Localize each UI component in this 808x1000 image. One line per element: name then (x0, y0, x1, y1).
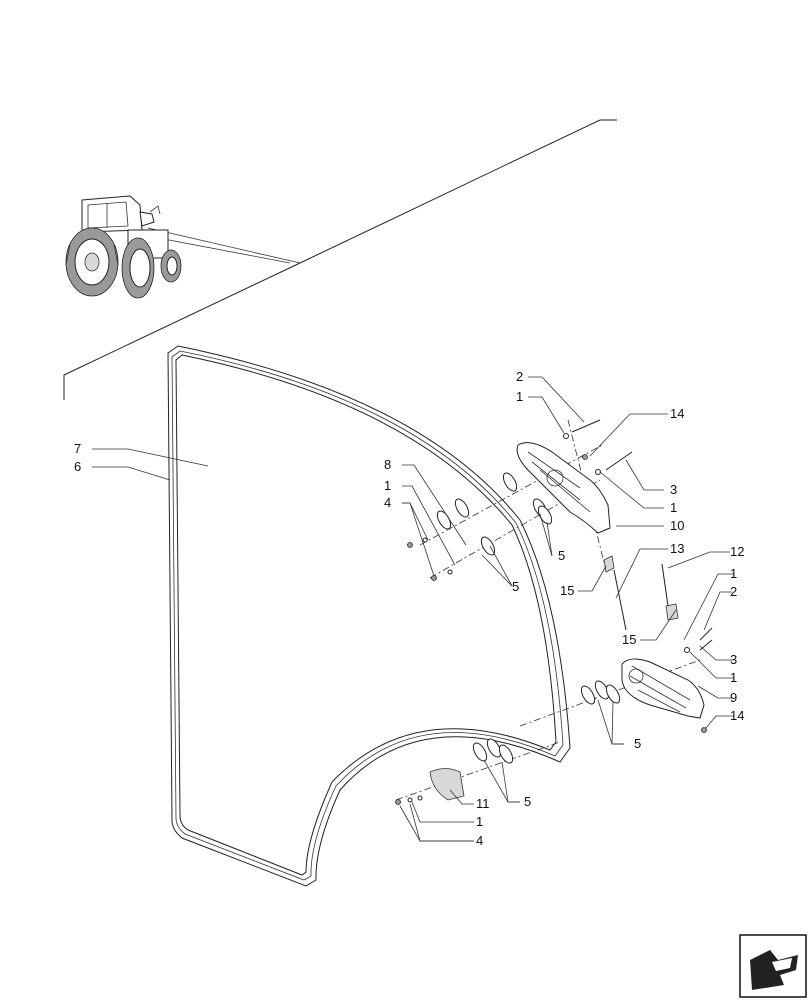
callout-3: 3 (670, 482, 677, 497)
callout-1: 1 (670, 500, 677, 515)
callout-12: 12 (730, 544, 744, 559)
callout-1: 1 (730, 670, 737, 685)
callout-5: 5 (524, 794, 531, 809)
callout-1: 1 (516, 389, 523, 404)
callout-3: 3 (730, 652, 737, 667)
callout-11: 11 (476, 796, 490, 811)
callout-1: 1 (384, 478, 391, 493)
callout-5: 5 (634, 736, 641, 751)
section-outline (63, 119, 617, 400)
callout-7: 7 (74, 441, 81, 456)
callout-5: 5 (512, 579, 519, 594)
callout-9: 9 (730, 690, 737, 705)
callout-4: 4 (476, 833, 483, 848)
door-seal (167, 345, 571, 887)
callout-14: 14 (730, 708, 744, 723)
callout-1: 1 (476, 814, 483, 829)
callout-14: 14 (670, 406, 684, 421)
callout-15: 15 (622, 632, 636, 647)
callout-5: 5 (558, 548, 565, 563)
callout-15: 15 (560, 583, 574, 598)
callout-2: 2 (730, 584, 737, 599)
callout-labels: 7 6 8 1 4 5 2 1 14 3 1 10 5 13 15 12 1 2… (74, 369, 744, 848)
tractor-thumbnail-icon (65, 195, 182, 299)
upper-hinge-assembly (407, 419, 633, 631)
callout-4: 4 (384, 495, 391, 510)
callout-10: 10 (670, 518, 684, 533)
callout-13: 13 (670, 541, 684, 556)
lower-hinge-assembly (395, 563, 713, 805)
callout-1: 1 (730, 566, 737, 581)
next-page-arrow-icon[interactable] (739, 934, 807, 998)
callout-6: 6 (74, 459, 81, 474)
callout-2: 2 (516, 369, 523, 384)
callout-8: 8 (384, 457, 391, 472)
leader-lines (92, 376, 734, 842)
